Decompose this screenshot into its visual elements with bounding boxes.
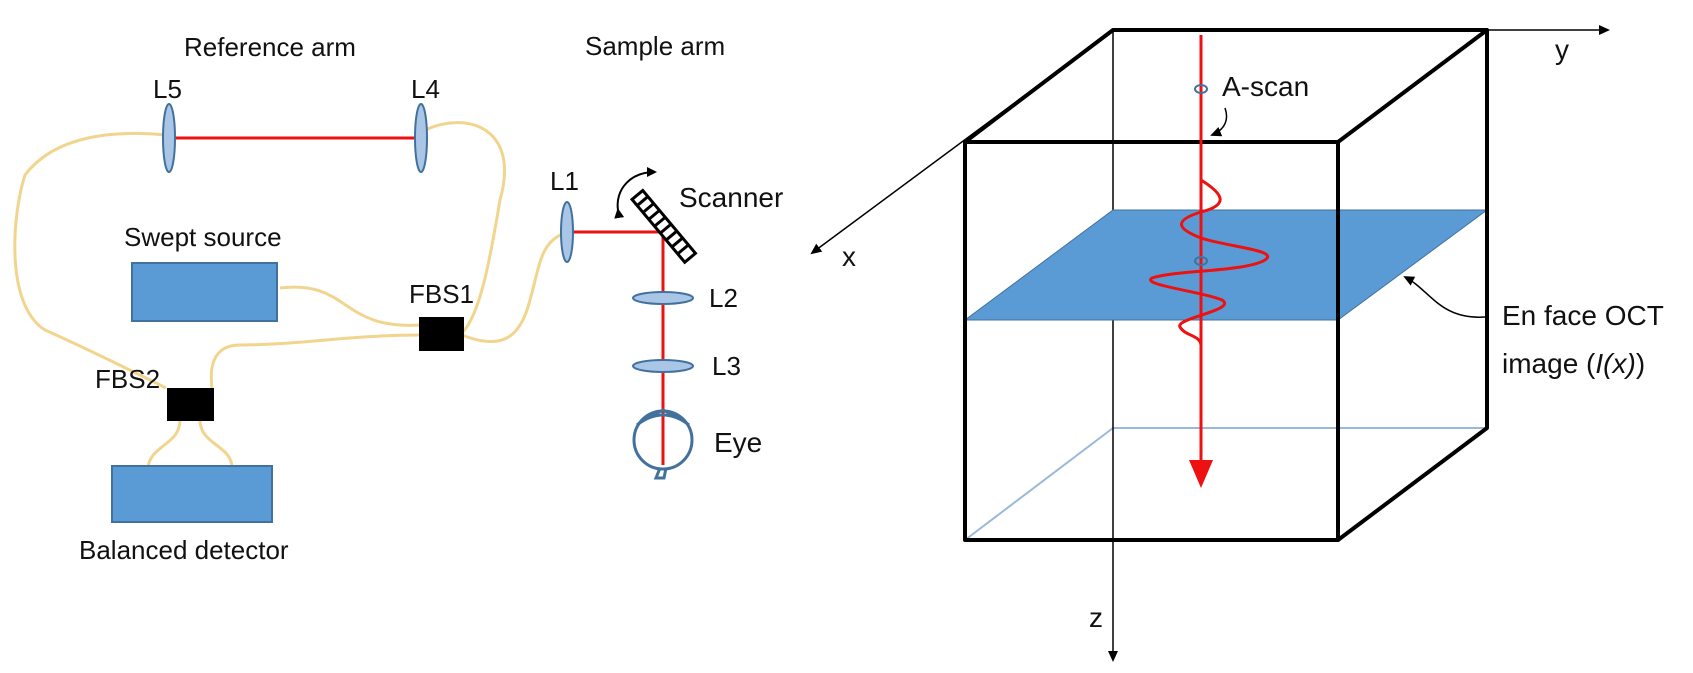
a-scan-label: A-scan [1222,71,1309,102]
fiber-source-to-fbs1 [279,285,421,327]
oct-volume-diagram: A-scan y x z En face OCT image (I(x)) [810,25,1664,662]
lens-l4 [414,103,428,173]
fiber-fbs1-to-fbs2 [209,333,421,389]
a-scan [1149,35,1270,488]
lens-l2 [632,291,694,305]
balanced-detector-box [111,465,273,523]
volume-top-face [963,28,1489,144]
oct-system-schematic: Reference arm Sample arm L5 L4 L1 L2 L3 … [13,31,783,565]
lens-l5-label: L5 [153,74,182,104]
axis-z-label: z [1089,602,1103,633]
optical-fibers [13,121,569,469]
lens-l2-label: L2 [709,283,738,313]
a-scan-top-marker [1194,84,1208,94]
fbs1-label: FBS1 [409,279,474,309]
axis-x-label: x [842,241,856,272]
en-face-label-prefix: image ( [1502,348,1596,379]
volume-hidden-edges [964,427,1487,541]
fbs2-coupler [167,388,214,421]
eye-label: Eye [714,427,762,458]
fbs1-coupler [419,317,464,351]
lens-l4-label: L4 [411,74,440,104]
fiber-fbs2-to-l5 [13,131,167,390]
swept-source-box [131,262,278,322]
lens-l5 [162,103,176,173]
volume-front-face [963,140,1340,542]
scanner-label: Scanner [679,182,783,213]
swept-source-label: Swept source [124,222,282,252]
a-scan-arrowhead [1189,460,1213,488]
lens-l3 [632,359,694,373]
scanner-rotation-arrow [614,167,657,219]
fiber-fbs2-to-detector-left [146,419,182,469]
axis-y-label: y [1555,34,1569,65]
lens-l1 [560,201,574,263]
lens-l3-label: L3 [712,351,741,381]
balanced-detector-label: Balanced detector [79,535,289,565]
a-scan-pointer-arrow [1210,107,1228,137]
fiber-l4-to-fbs1 [424,121,507,335]
a-scan-signal [1149,178,1270,346]
volume-right-face [1336,30,1489,542]
a-scan-plane-marker [1194,256,1208,266]
sample-arm-label: Sample arm [585,31,725,61]
en-face-label-italic: I(x) [1595,348,1635,379]
en-face-label-suffix: ) [1636,348,1645,379]
lenses [162,103,694,373]
fiber-fbs1-to-l1 [461,230,569,344]
fbs2-label: FBS2 [95,364,160,394]
reference-arm-label: Reference arm [184,32,356,62]
sample-beam [572,230,665,465]
lens-l1-label: L1 [550,166,579,196]
fiber-fbs2-to-detector-right [198,419,234,469]
eye-icon [632,408,694,480]
en-face-pointer-arrow [1403,276,1486,318]
en-face-label-line1: En face OCT [1502,300,1664,331]
volume-box [963,28,1489,542]
en-face-label-line2: image (I(x)) [1502,348,1645,379]
